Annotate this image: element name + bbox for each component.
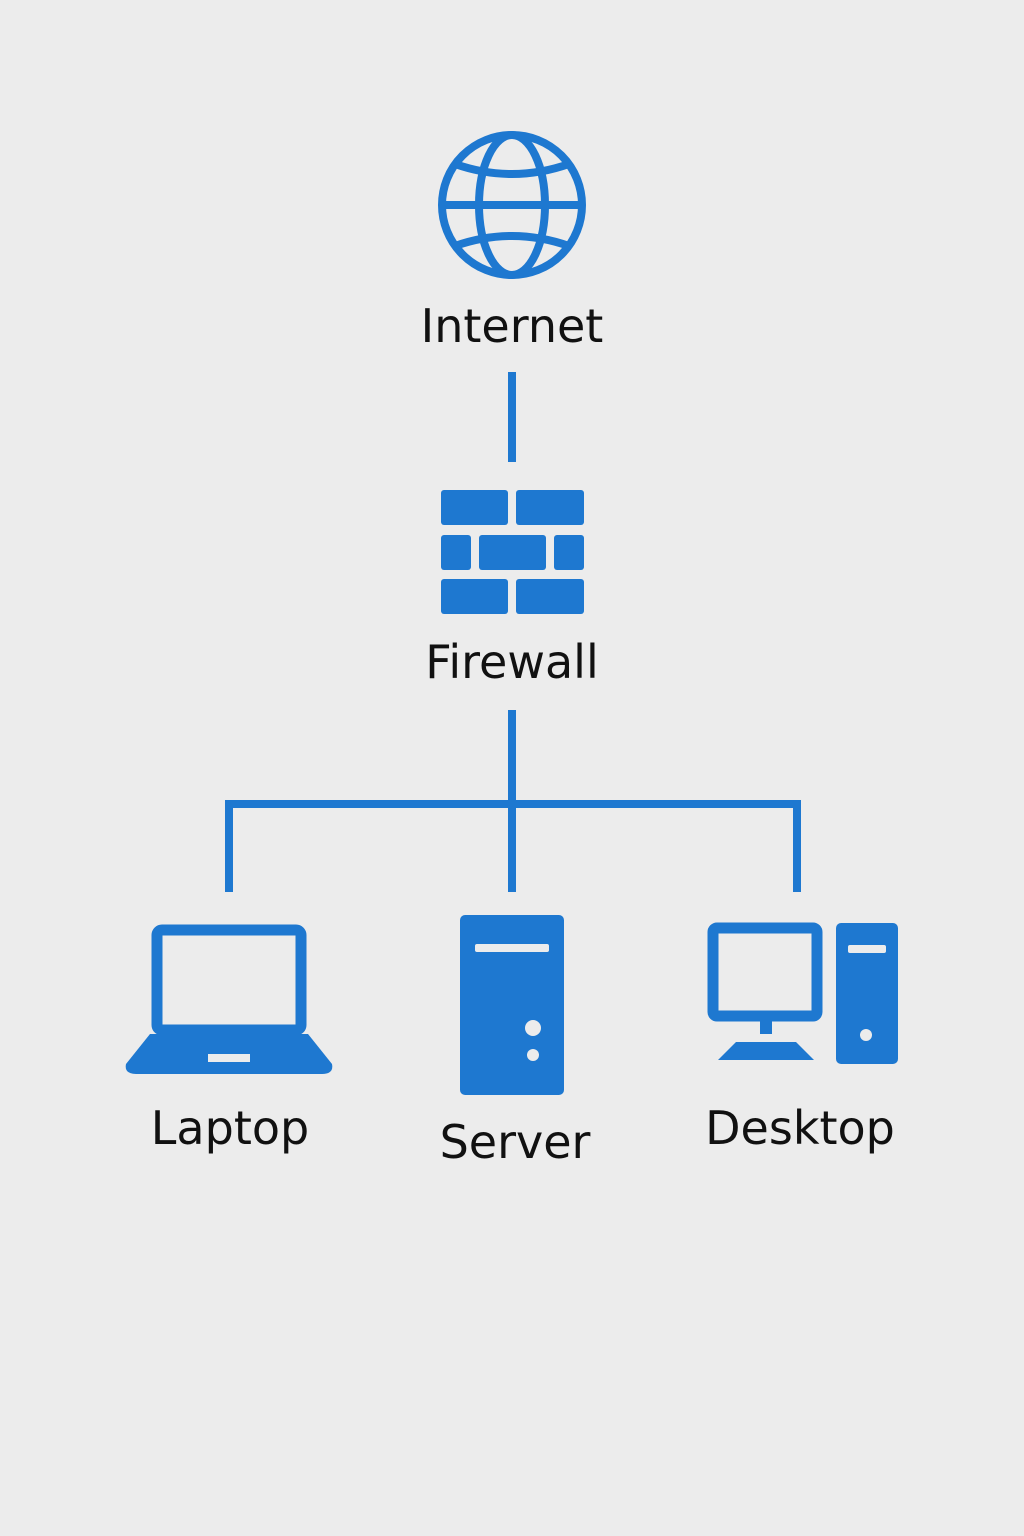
desktop-label: Desktop (705, 1101, 895, 1155)
laptop-label: Laptop (150, 1101, 310, 1155)
globe-icon (438, 131, 586, 279)
desktop-computer-icon (707, 922, 898, 1064)
laptop-icon (125, 924, 333, 1074)
server-label: Server (439, 1115, 591, 1169)
brick-wall-icon (441, 490, 584, 614)
internet-label: Internet (420, 299, 604, 353)
connectors (225, 372, 801, 892)
firewall-label: Firewall (425, 635, 599, 689)
server-tower-icon (460, 915, 564, 1095)
